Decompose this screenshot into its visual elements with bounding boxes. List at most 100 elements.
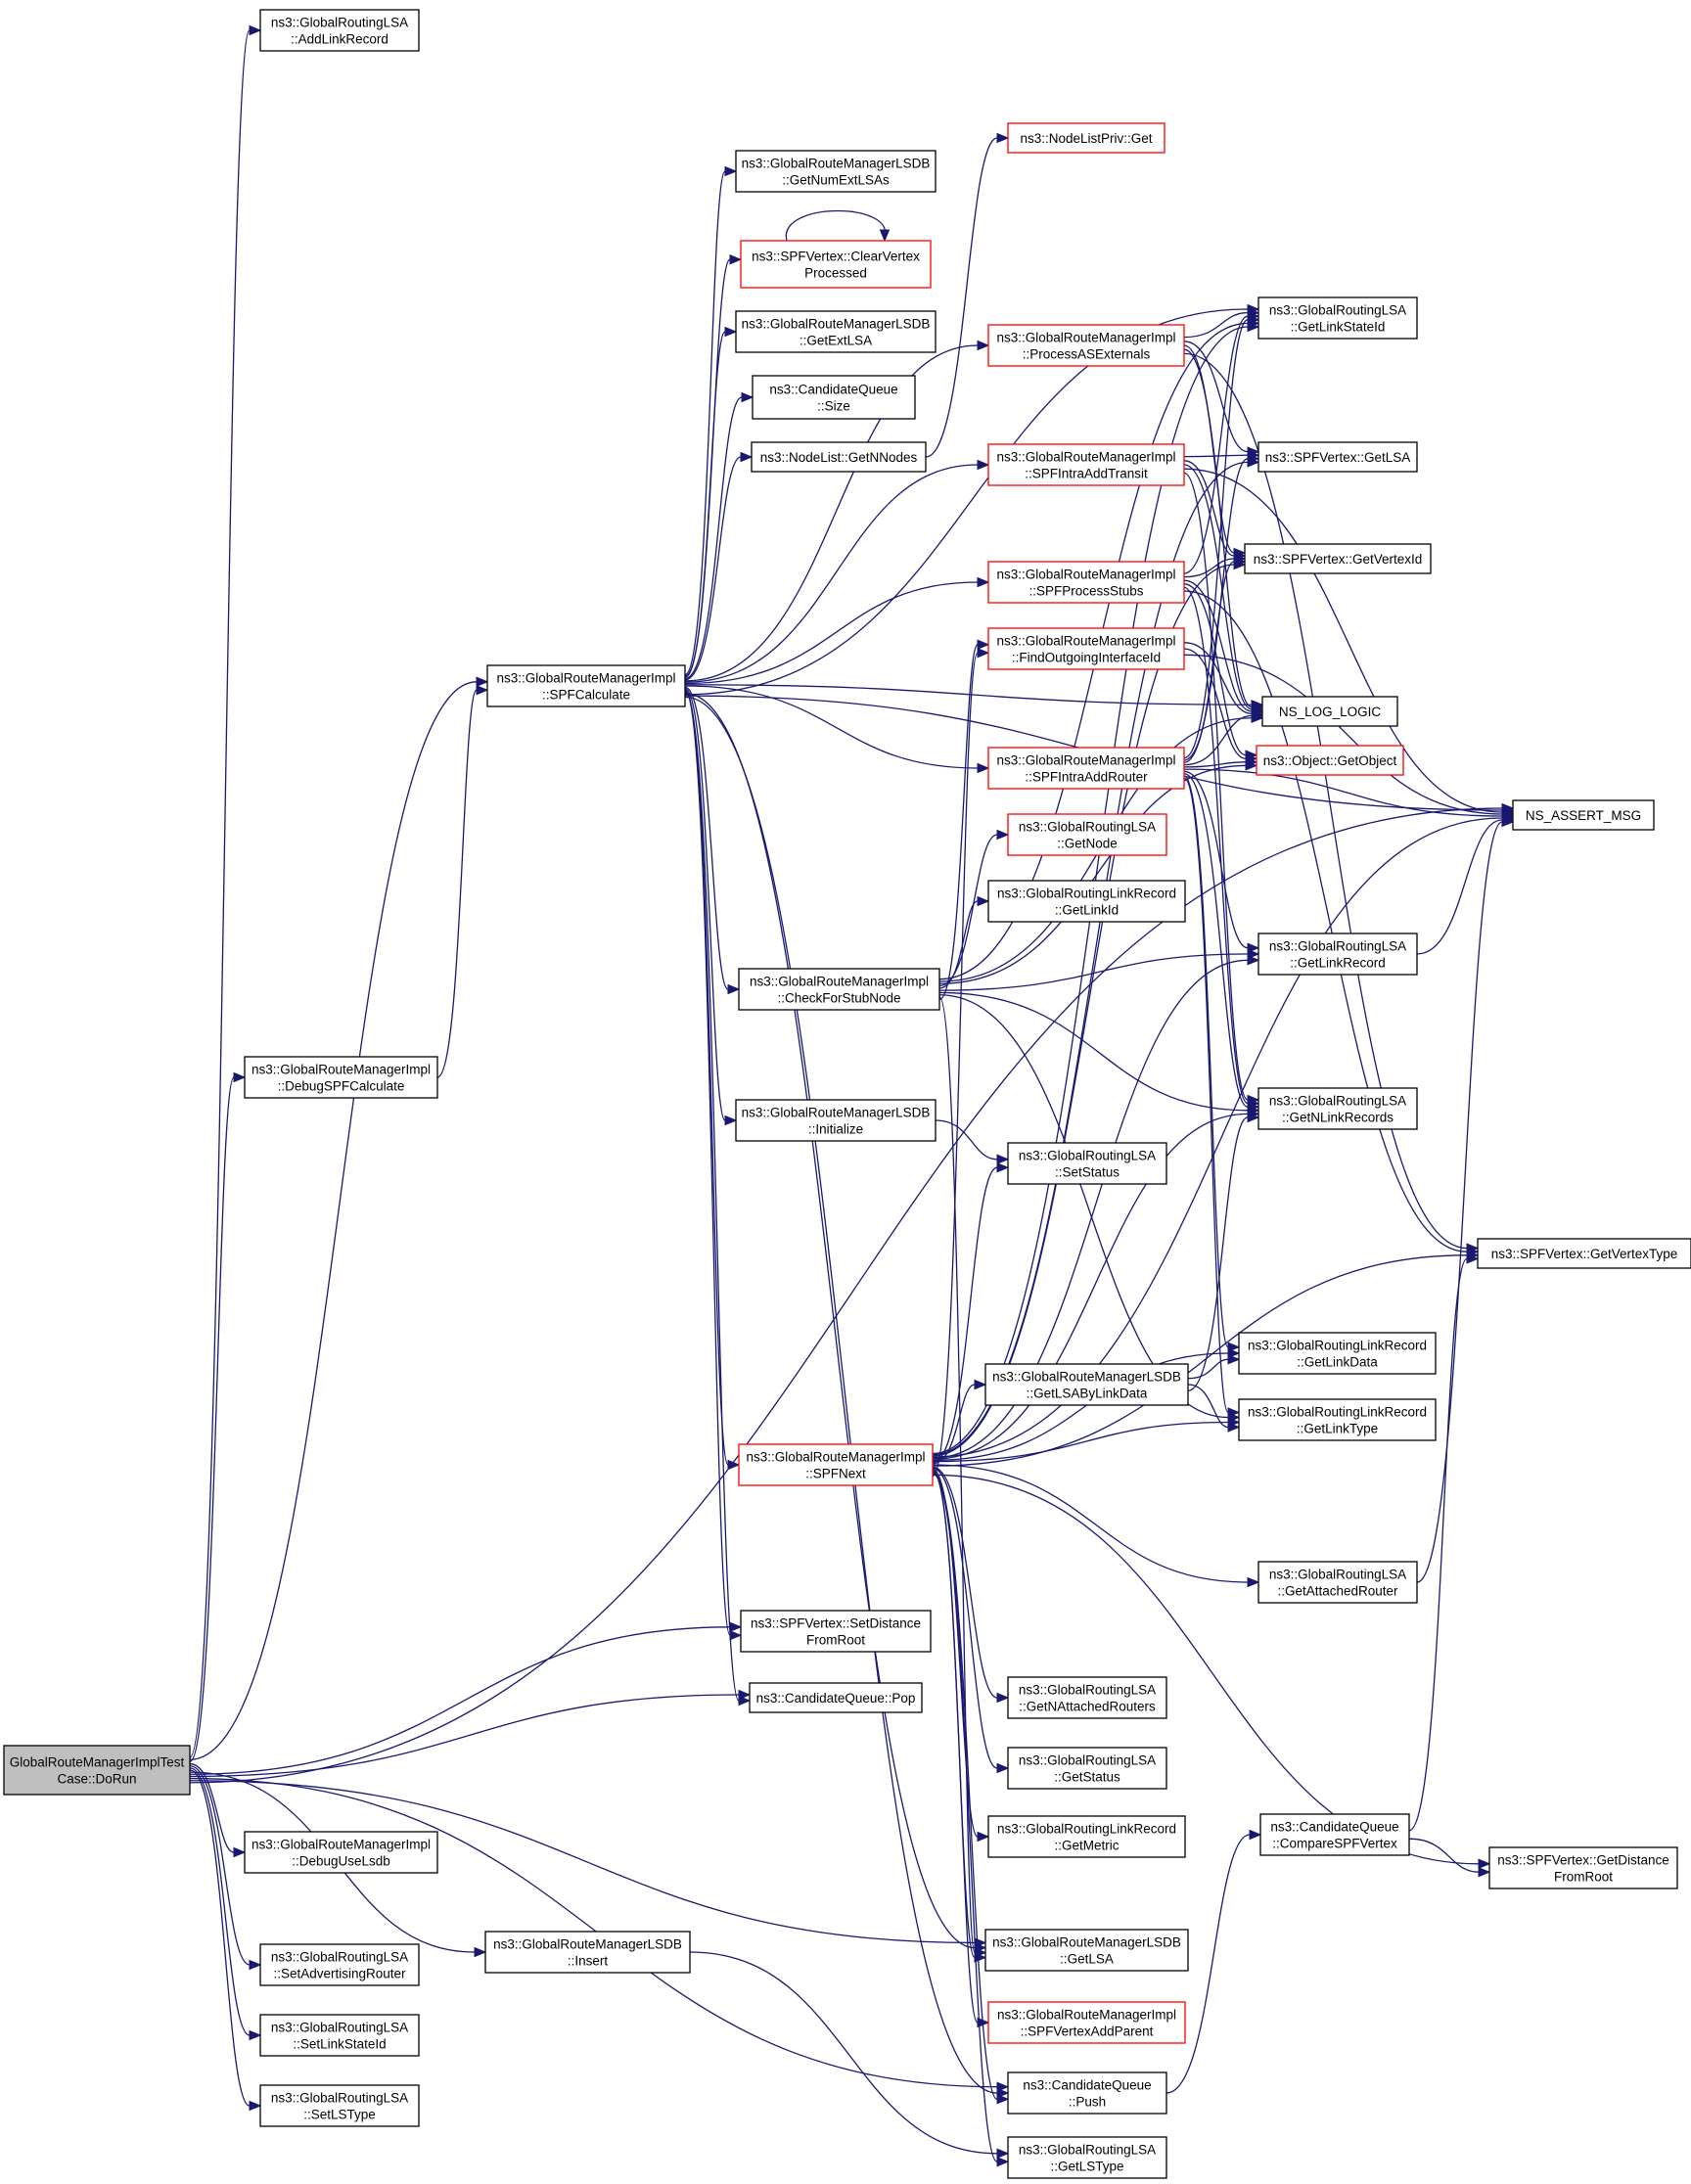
node-getextlsa[interactable]: ns3::GlobalRouteManagerLSDB::GetExtLSA — [735, 310, 937, 353]
node-box — [259, 2014, 420, 2057]
node-spfnext[interactable]: ns3::GlobalRouteManagerImpl::SPFNext — [738, 1443, 934, 1486]
node-box — [752, 375, 916, 420]
edge-line — [684, 692, 976, 1949]
node-label: FromRoot — [806, 1633, 865, 1648]
edge-intrarouter-to-getlinkrec — [1183, 770, 1260, 953]
node-debugspf[interactable]: ns3::GlobalRouteManagerImpl::DebugSPFCal… — [244, 1056, 438, 1099]
node-nslog[interactable]: NS_LOG_LOGIC — [1261, 696, 1398, 727]
edge-getlsabyld-to-getlinkdata — [1187, 1354, 1241, 1380]
node-addlink[interactable]: ns3::GlobalRoutingLSA::AddLinkRecord — [259, 9, 420, 52]
arrowhead — [996, 1154, 1010, 1165]
edge-spfcalc-to-nslog — [684, 684, 1264, 710]
node-getattached[interactable]: ns3::GlobalRoutingLSA::GetAttachedRouter — [1257, 1561, 1418, 1604]
node-box — [259, 2084, 420, 2127]
node-getvtype[interactable]: ns3::SPFVertex::GetVertexType — [1477, 1238, 1691, 1269]
edge-line — [932, 1352, 1229, 1462]
arrowhead — [729, 1621, 743, 1633]
node-box — [1238, 1332, 1437, 1375]
edge-spfnext-to-getlinkrec — [932, 955, 1260, 1459]
arrowhead — [977, 576, 990, 588]
node-vgetvid[interactable]: ns3::SPFVertex::GetVertexId — [1244, 543, 1432, 574]
node-label: ::Initialize — [808, 1122, 863, 1137]
node-getobject[interactable]: ns3::Object::GetObject — [1256, 745, 1404, 776]
node-getmetric[interactable]: ns3::GlobalRoutingLinkRecord::GetMetric — [987, 1815, 1186, 1858]
node-setlsid[interactable]: ns3::GlobalRoutingLSA::SetLinkStateId — [259, 2014, 420, 2057]
edge-line — [684, 170, 726, 676]
node-lsagetnode[interactable]: ns3::GlobalRoutingLSA::GetNode — [1007, 813, 1167, 856]
node-intrarouter[interactable]: ns3::GlobalRouteManagerImpl::SPFIntraAdd… — [987, 747, 1185, 790]
node-setlstype[interactable]: ns3::GlobalRoutingLSA::SetLSType — [259, 2084, 420, 2127]
node-nsassert[interactable]: NS_ASSERT_MSG — [1512, 799, 1655, 831]
node-setstatus[interactable]: ns3::GlobalRoutingLSA::SetStatus — [1007, 1142, 1167, 1185]
node-findoutif[interactable]: ns3::GlobalRouteManagerImpl::FindOutgoin… — [987, 627, 1185, 670]
node-getnlinkrecs[interactable]: ns3::GlobalRoutingLSA::GetNLinkRecords — [1257, 1087, 1418, 1130]
node-getnumext[interactable]: ns3::GlobalRouteManagerLSDB::GetNumExtLS… — [735, 150, 937, 193]
node-label: ::GetLSAByLinkData — [1027, 1387, 1148, 1401]
edge-spfcalc-to-lsdbinit — [684, 687, 738, 1126]
node-label: ns3::GlobalRoutingLinkRecord — [1248, 1339, 1427, 1353]
node-getnnodes[interactable]: ns3::NodeList::GetNNodes — [751, 441, 927, 473]
node-debuguse[interactable]: ns3::GlobalRouteManagerImpl::DebugUseLsd… — [244, 1831, 438, 1874]
node-getlinktype[interactable]: ns3::GlobalRoutingLinkRecord::GetLinkTyp… — [1238, 1398, 1437, 1441]
edge-line — [1183, 561, 1235, 763]
node-getlsabyld[interactable]: ns3::GlobalRouteManagerLSDB::GetLSAByLin… — [984, 1363, 1189, 1406]
edge-line — [932, 652, 979, 1478]
edge-line — [1165, 1834, 1251, 2094]
node-cqsize[interactable]: ns3::CandidateQueue::Size — [752, 375, 916, 420]
node-spfcalc[interactable]: ns3::GlobalRouteManagerImpl::SPFCalculat… — [486, 664, 686, 707]
arrowhead — [1247, 942, 1260, 953]
node-cqpush[interactable]: ns3::CandidateQueue::Push — [1007, 2071, 1167, 2115]
node-box — [259, 1943, 420, 1986]
edge-line — [1183, 583, 1247, 756]
edge-procasext-to-nslog — [1183, 348, 1264, 712]
node-box — [987, 2001, 1186, 2044]
edge-spfcalc-to-cqpop — [684, 691, 752, 1706]
node-lsagetstatus[interactable]: ns3::GlobalRoutingLSA::GetStatus — [1007, 1747, 1167, 1790]
edge-line — [932, 1113, 1249, 1460]
node-getlstype[interactable]: ns3::GlobalRoutingLSA::GetLSType — [1007, 2136, 1167, 2179]
node-checkstub[interactable]: ns3::GlobalRouteManagerImpl::CheckForStu… — [738, 968, 940, 1011]
node-getnattached[interactable]: ns3::GlobalRoutingLSA::GetNAttachedRoute… — [1007, 1676, 1167, 1719]
node-nodelistpriv[interactable]: ns3::NodeListPriv::Get — [1007, 122, 1165, 154]
node-intratransit[interactable]: ns3::GlobalRouteManagerImpl::SPFIntraAdd… — [987, 443, 1185, 486]
arrowhead — [1478, 1858, 1491, 1870]
node-box — [740, 240, 932, 289]
node-label: ns3::GlobalRoutingLSA — [271, 2091, 408, 2106]
node-getlinkrec[interactable]: ns3::GlobalRoutingLSA::GetLinkRecord — [1257, 933, 1418, 976]
edge-line — [932, 1470, 976, 1959]
node-procstubs[interactable]: ns3::GlobalRouteManagerImpl::SPFProcessS… — [987, 561, 1185, 604]
node-lsdbgetlsa[interactable]: ns3::GlobalRouteManagerLSDB::GetLSA — [984, 1929, 1189, 1972]
node-label: ns3::GlobalRoutingLSA — [1019, 1753, 1156, 1768]
node-label: ::GetLinkRecord — [1290, 956, 1386, 971]
edge-line — [1408, 1257, 1468, 1832]
arrowhead — [729, 1629, 743, 1641]
node-label: ns3::GlobalRoutingLSA — [1019, 1683, 1156, 1698]
node-getlsid[interactable]: ns3::GlobalRoutingLSA::GetLinkStateId — [1257, 296, 1418, 340]
node-addparent[interactable]: ns3::GlobalRouteManagerImpl::SPFVertexAd… — [987, 2001, 1186, 2044]
edge-line — [684, 686, 729, 990]
node-label: ns3::GlobalRoutingLSA — [1269, 303, 1406, 318]
edge-line — [935, 1119, 998, 1160]
node-vgetlsa[interactable]: ns3::SPFVertex::GetLSA — [1257, 441, 1418, 473]
edge-spfcalc-to-cqsize — [684, 391, 754, 680]
node-cmpspf[interactable]: ns3::CandidateQueue::CompareSPFVertex — [1259, 1813, 1410, 1856]
node-lsdbinsert[interactable]: ns3::GlobalRouteManagerLSDB::Insert — [484, 1931, 691, 1974]
node-box — [987, 880, 1186, 923]
arrowhead — [729, 253, 743, 265]
edge-getlsabyld-to-getlinktype — [1187, 1384, 1241, 1433]
node-getlinkid[interactable]: ns3::GlobalRoutingLinkRecord::GetLinkId — [987, 880, 1186, 923]
node-cqpop[interactable]: ns3::CandidateQueue::Pop — [749, 1682, 923, 1713]
node-label: ns3::GlobalRoutingLSA — [1019, 2143, 1156, 2158]
edge-line — [1183, 454, 1249, 458]
node-label: ::DebugUseLsdb — [292, 1854, 390, 1869]
node-setadv[interactable]: ns3::GlobalRoutingLSA::SetAdvertisingRou… — [259, 1943, 420, 1986]
node-procasext[interactable]: ns3::GlobalRouteManagerImpl::ProcessASEx… — [987, 324, 1185, 367]
node-lsdbinit[interactable]: ns3::GlobalRouteManagerLSDB::Initialize — [735, 1099, 937, 1142]
edge-checkstub-to-getlinkrec — [938, 948, 1260, 991]
node-label: ::ProcessASExternals — [1023, 347, 1151, 362]
node-getlinkdata[interactable]: ns3::GlobalRoutingLinkRecord::GetLinkDat… — [1238, 1332, 1437, 1375]
